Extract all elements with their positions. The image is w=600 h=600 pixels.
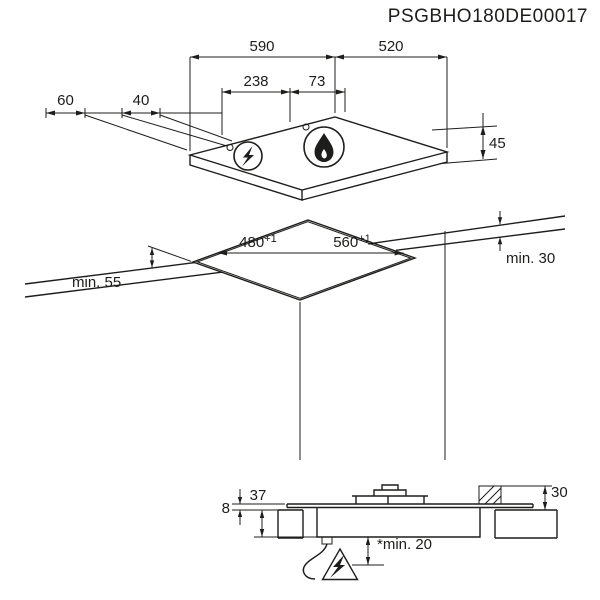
hob-outline [187,116,450,201]
arrowhead [151,110,160,116]
arrowhead [542,502,548,510]
hob-dimension-lines [45,56,498,165]
worktop-edge-lines [24,215,566,298]
flame-inner-highlight [321,149,327,159]
arrowhead [326,54,335,60]
arrowhead [480,150,486,159]
warning-triangle [321,547,359,581]
document-code: PSGBHO180DE00017 [388,6,588,27]
hob-depth-label: 520 [378,38,403,55]
ignition-dot-right [302,123,310,131]
arrowhead [190,54,199,60]
mains-cable [302,543,328,580]
section-dimension-lines [232,485,552,566]
arrowhead [542,486,548,494]
flame-burner-icon [314,133,334,162]
offset-left-label: 60 [57,92,74,109]
min-front-clearance-label: min. 55 [72,274,121,291]
cutout-outline-inner [195,221,413,299]
arrowhead [394,250,404,256]
arrowhead [76,110,85,116]
gas-connection-hatch [478,485,502,505]
burner-edge-label: 73 [309,73,326,90]
hob-view: 590 520 238 73 60 40 45 [45,38,506,201]
burner-spacing-label: 238 [243,73,268,90]
rear-height-label: 30 [551,484,568,501]
arrowhead [438,54,447,60]
electric-shock-warning-icon [330,555,345,578]
arrowhead [259,529,265,537]
cable-stub [321,536,333,545]
arrowhead [149,248,155,255]
lightning-burner-icon [242,146,254,167]
arrowhead [365,557,371,565]
arrowhead [497,237,503,245]
arrowhead [237,497,243,504]
ignition-dot-left [226,144,234,151]
gas-connection-box [478,485,502,505]
arrowhead [222,89,231,95]
arrowhead [281,89,290,95]
hob-section [286,484,534,538]
arrowhead [497,217,503,225]
arrowhead [290,89,299,95]
arrowhead [237,510,243,517]
cutout-view: 480+1 560+1 min. 55 min. 30 [24,211,566,460]
above-worktop-label: 8 [222,500,230,517]
flame-burner-circle [303,126,345,168]
arrowhead [480,126,486,135]
min-rear-clearance-label: min. 30 [506,250,555,267]
cutout-depth-label: 480+1 [239,233,277,251]
below-worktop-label: 37 [250,487,267,504]
hob-width-label: 590 [249,38,274,55]
arrowhead [365,537,371,545]
arrowhead [259,510,265,518]
arrowhead [335,54,344,60]
offset-front-label: 40 [133,92,150,109]
arrowhead [122,110,131,116]
worktop-section [277,509,558,539]
hob-height-label: 45 [489,135,506,152]
min-clearance-label: *min. 20 [377,536,432,553]
cutout-outline-outer [190,219,418,301]
arrowhead [218,250,227,256]
cutout-width-label: 560+1 [333,233,371,251]
arrowhead [46,110,55,116]
section-view: 8 37 30 *min. 20 [222,484,568,581]
arrowhead [336,89,345,95]
arrowhead [149,260,155,268]
cutout-dimension-lines [147,211,501,460]
lightning-burner-circle [233,141,263,171]
